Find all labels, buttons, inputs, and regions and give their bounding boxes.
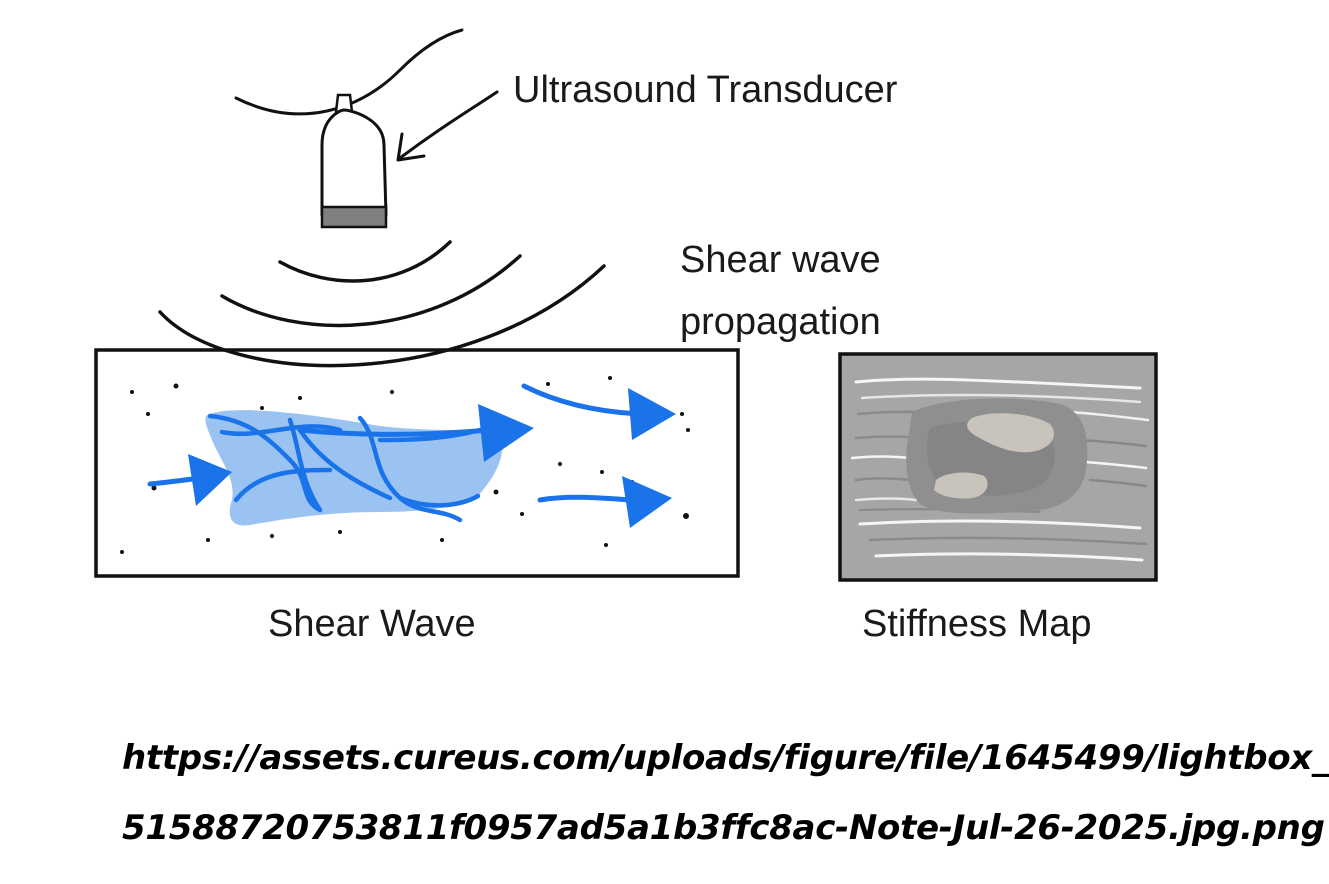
transducer-pointer-arrow [396, 90, 499, 162]
wavefront-arcs [158, 240, 606, 368]
shear-wave-caption: Shear Wave [268, 603, 476, 645]
wave-arrow-upper-right [521, 383, 676, 440]
wavefront-arc-3 [158, 264, 606, 368]
source-url-line-1: https://assets.cureus.com/uploads/figure… [122, 738, 1329, 778]
propagation-label-line1: Shear wave [680, 239, 881, 281]
shear-wave-arrows [147, 383, 676, 528]
wave-arrow-lower-right [537, 476, 672, 528]
wave-arrow-entry [147, 454, 232, 506]
stiffness-map [838, 352, 1158, 582]
wave-arrow-main [297, 404, 534, 462]
transducer-icon [320, 93, 388, 229]
elastography-diagram: Ultrasound Transducer Shear wave propaga… [94, 28, 1158, 645]
wavefront-arc-1 [278, 240, 452, 283]
source-url-line-2: 51588720753811f0957ad5a1b3ffc8ac-Note-Ju… [122, 808, 1325, 848]
stiffness-map-caption: Stiffness Map [862, 603, 1092, 645]
stiffness-highlight-1 [967, 413, 1054, 453]
propagation-label-line2: propagation [680, 301, 881, 343]
skin-surface-curve [234, 28, 464, 116]
figure-canvas: Ultrasound Transducer Shear wave propaga… [94, 28, 1329, 848]
shear-wave-strokes [207, 413, 483, 523]
wavefront-arc-2 [220, 254, 522, 328]
stiffness-highlight-2 [934, 472, 988, 499]
transducer-label: Ultrasound Transducer [513, 69, 898, 111]
